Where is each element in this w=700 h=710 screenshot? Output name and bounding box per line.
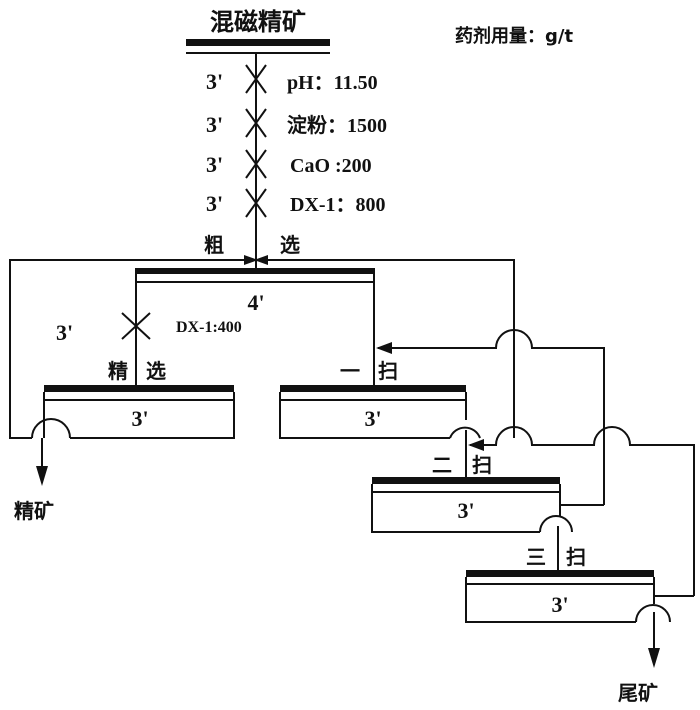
conditioning-reagent: pH：11.50 bbox=[287, 72, 378, 94]
conditioning-step: 3' pH：11.50 bbox=[206, 64, 378, 94]
scav2-return-arrow-icon bbox=[376, 342, 392, 354]
scav2-tailings-arc bbox=[539, 515, 573, 533]
conditioning-time: 3' bbox=[206, 152, 223, 177]
scav2-return-line bbox=[378, 329, 605, 505]
scav3-return-arrow-icon bbox=[468, 439, 484, 451]
feed-title: 混磁精矿 bbox=[210, 8, 306, 36]
cleaner-cell-body bbox=[43, 392, 235, 439]
cleaner-pre-time: 3' bbox=[56, 320, 73, 345]
scav3-froth-bar bbox=[466, 570, 654, 577]
scav1-tailings-arc bbox=[449, 426, 481, 439]
scav3-label: 三 bbox=[526, 545, 546, 569]
concentrate-label: 精矿 bbox=[14, 499, 54, 523]
scav3-cell: 3' bbox=[465, 570, 655, 623]
scav2-label: 二 bbox=[432, 453, 452, 477]
conditioning-time: 3' bbox=[206, 69, 223, 94]
tailings-label: 尾矿 bbox=[618, 681, 658, 705]
conditioning-cross-icon bbox=[245, 149, 267, 179]
concentrate-arrow-icon bbox=[36, 466, 48, 486]
conditioning-step: 3' 淀粉：1500 bbox=[206, 108, 387, 138]
tailings-arrow-icon bbox=[648, 648, 660, 668]
cleaner-label: 选 bbox=[146, 359, 166, 383]
conditioning-cross-icon bbox=[245, 188, 267, 218]
recycle-arrow-icon bbox=[254, 255, 268, 265]
conditioning-time: 3' bbox=[206, 112, 223, 137]
scav1-cell-body bbox=[279, 392, 467, 439]
scav1-time: 3' bbox=[364, 406, 381, 431]
cleaner-time: 3' bbox=[131, 406, 148, 431]
cleaner-froth-bar bbox=[44, 385, 234, 392]
scav2-cell-body bbox=[371, 484, 561, 533]
conditioning-step: 3' CaO :200 bbox=[206, 149, 372, 179]
scav3-return-line bbox=[470, 426, 695, 596]
cleaner-label: 精 bbox=[108, 359, 128, 383]
scav1-label: 一 bbox=[340, 359, 360, 383]
scav3-time: 3' bbox=[551, 592, 568, 617]
dosage-unit: 药剂用量：g/t bbox=[455, 25, 573, 47]
conditioning-reagent: CaO :200 bbox=[290, 155, 372, 177]
recycle-arrow-icon bbox=[244, 255, 258, 265]
conditioning-reagent: 淀粉：1500 bbox=[287, 113, 387, 137]
cleaner-reagent: DX-1:400 bbox=[176, 319, 242, 336]
cleaner-cell: 3' bbox=[31, 385, 235, 439]
cleaner-discharge-arc bbox=[31, 418, 71, 439]
rougher-label: 粗 bbox=[204, 233, 224, 257]
rougher-time: 4' bbox=[247, 290, 264, 315]
conditioning-reagent: DX-1：800 bbox=[290, 194, 386, 216]
conditioning-cross-icon bbox=[245, 108, 267, 138]
scav1-cell: 3' bbox=[279, 385, 467, 439]
scav3-cell-body bbox=[465, 577, 655, 623]
cleaner-cross-icon bbox=[121, 312, 151, 340]
scav3-label: 扫 bbox=[566, 545, 586, 569]
scav2-froth-bar bbox=[372, 477, 560, 484]
scav2-time: 3' bbox=[457, 498, 474, 523]
recycle-loop-line bbox=[9, 259, 515, 439]
scav1-froth-bar bbox=[280, 385, 466, 392]
tailings-arc bbox=[635, 604, 671, 623]
scav2-label: 扫 bbox=[472, 453, 492, 477]
scav1-label: 扫 bbox=[378, 359, 398, 383]
feed-bar bbox=[186, 39, 330, 46]
scav2-cell: 3' bbox=[371, 477, 561, 533]
conditioning-time: 3' bbox=[206, 191, 223, 216]
conditioning-step: 3' DX-1：800 bbox=[206, 188, 386, 218]
rougher-froth-bar bbox=[136, 268, 374, 274]
rougher-label: 选 bbox=[280, 233, 300, 257]
rougher-cell: 4' bbox=[135, 268, 375, 315]
conditioning-cross-icon bbox=[245, 64, 267, 94]
